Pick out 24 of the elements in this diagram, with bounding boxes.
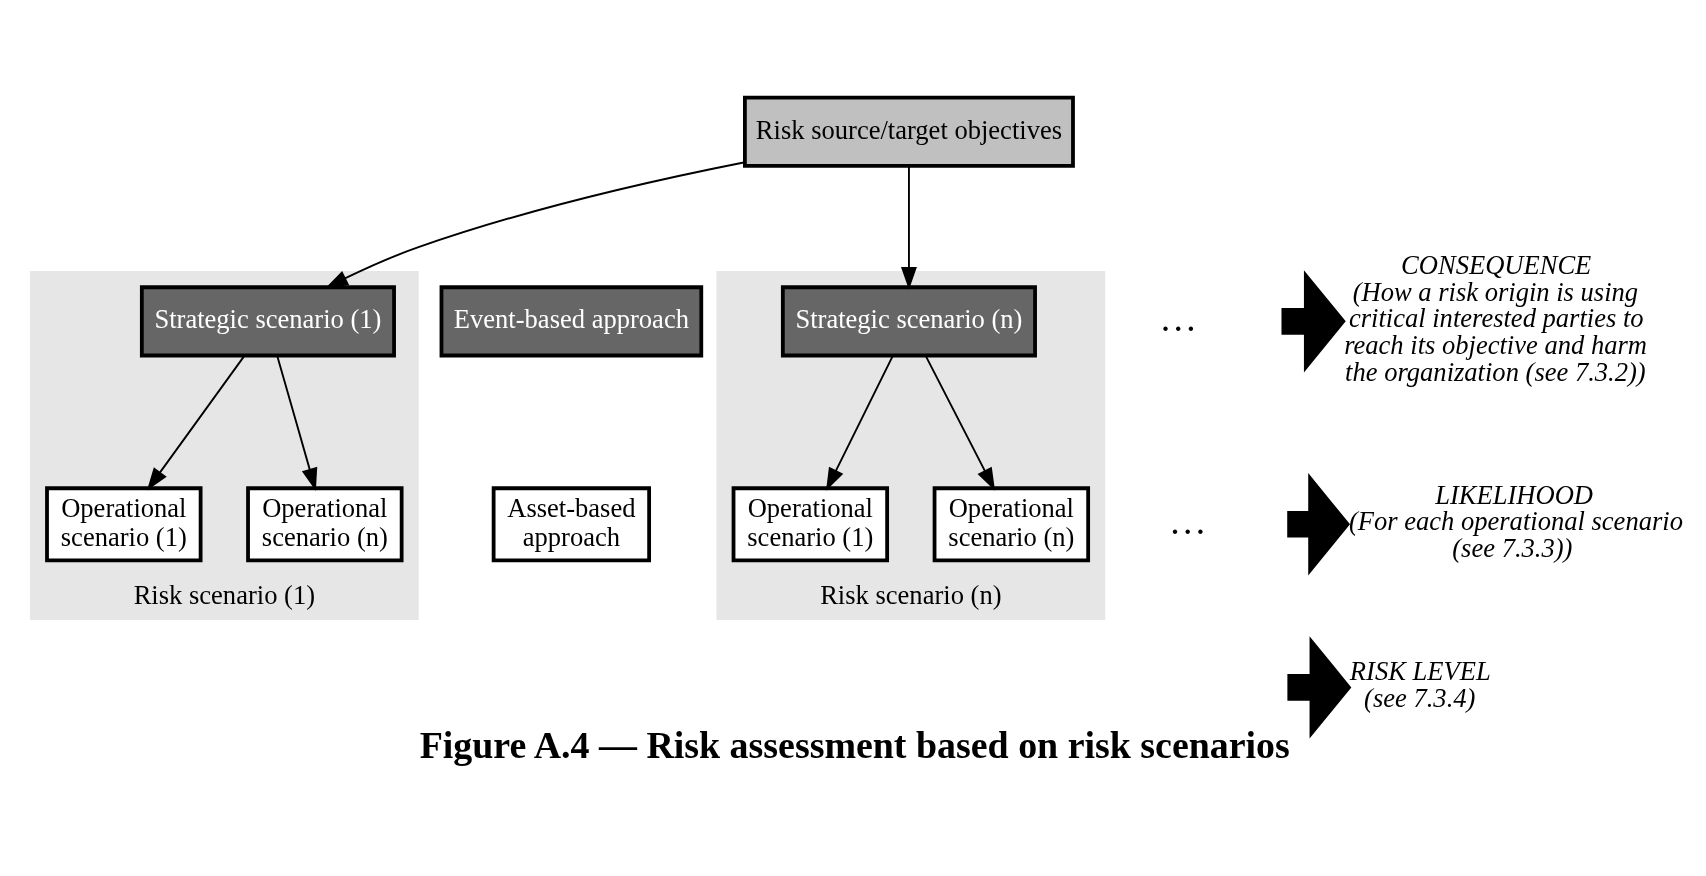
node-box: Operational scenario (1) [731, 486, 890, 563]
label: … [1159, 296, 1198, 339]
node-box: Operational scenario (1) [45, 486, 203, 563]
node-box: Strategic scenario (1) [139, 285, 396, 358]
node-box: Risk source/target objectives [743, 95, 1075, 168]
caption: Figure A.4 — Risk assessment based on risk scenarios [419, 723, 1290, 766]
arrow [1281, 270, 1346, 373]
node-text: RISK LEVEL (see 7.3.4) [1349, 656, 1491, 713]
label: … [1168, 499, 1207, 542]
arrow [146, 355, 246, 491]
arrow [276, 355, 318, 491]
arrow [1287, 636, 1352, 739]
node-text: LIKELIHOOD (For each operational scenario (see 7.3.3)) [1348, 479, 1683, 563]
node-box: Strategic scenario (n) [780, 285, 1037, 358]
node-box: Event-based approach [439, 285, 704, 358]
node-text: CONSEQUENCE (How a risk origin is using critical interested parties to reach its objective and harm the organization (see 7.3.2)) [1344, 250, 1647, 387]
node-box: Operational scenario (n) [932, 486, 1091, 563]
node-box: Asset-based approach [491, 486, 652, 563]
arrow [1287, 473, 1350, 576]
node-box: Operational scenario (n) [246, 486, 404, 563]
arrow [924, 355, 996, 491]
arrow [826, 355, 894, 491]
arrow [900, 165, 917, 290]
arrow [325, 161, 746, 289]
